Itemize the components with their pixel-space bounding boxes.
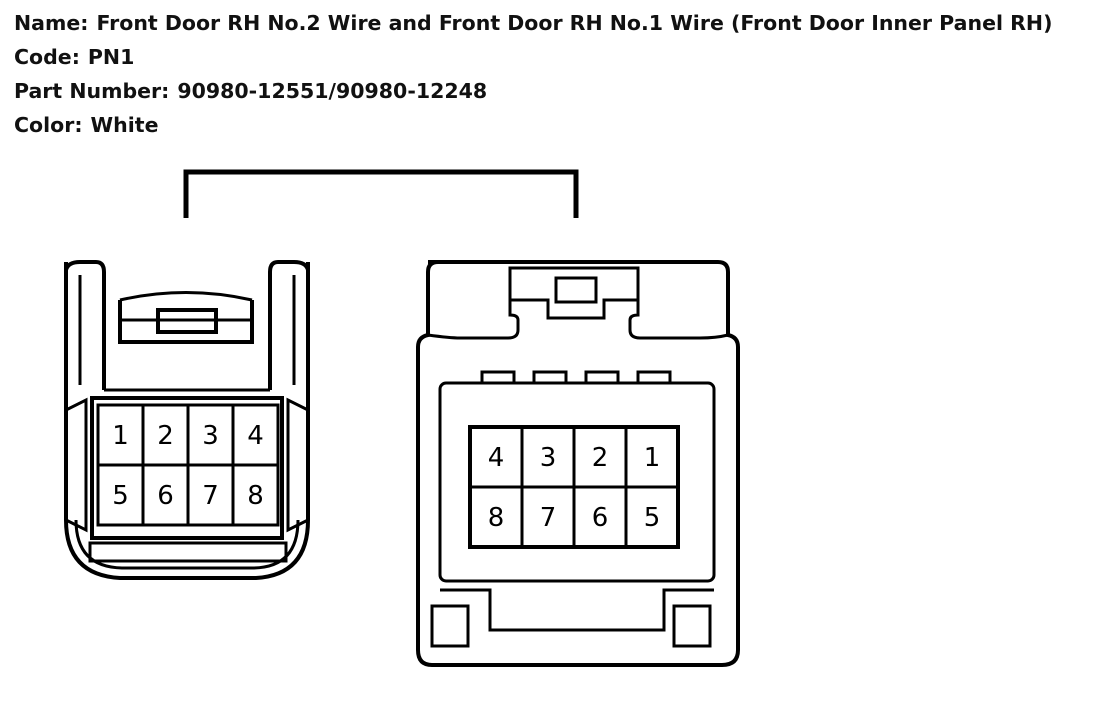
color-value: White <box>90 113 159 137</box>
right-pin-label-4: 4 <box>488 443 505 473</box>
right-pin-grid: 4 3 2 1 8 7 6 5 <box>468 425 680 549</box>
left-connector-body <box>64 262 310 580</box>
left-pin-label-7: 7 <box>202 481 219 511</box>
connector-info: Name: Front Door RH No.2 Wire and Front D… <box>14 6 1052 142</box>
color-label: Color: <box>14 113 83 137</box>
mating-bracket <box>183 169 579 218</box>
left-bottom-rail <box>88 541 288 563</box>
right-key-4 <box>636 370 672 385</box>
code-value: PN1 <box>87 45 135 69</box>
left-latch-arm-right <box>268 260 310 390</box>
right-pin-label-3: 3 <box>540 443 557 473</box>
left-latch-arm-left <box>64 260 106 390</box>
left-pin-label-5: 5 <box>112 481 129 511</box>
right-key-1 <box>480 370 516 385</box>
right-pin-label-6: 6 <box>592 503 609 533</box>
right-foot-left <box>430 604 470 648</box>
color-row: Color: White <box>14 108 1052 142</box>
left-pin-label-3: 3 <box>202 421 219 451</box>
right-foot-right <box>672 604 712 648</box>
name-value: Front Door RH No.2 Wire and Front Door R… <box>96 11 1053 35</box>
part-number-label: Part Number: <box>14 79 170 103</box>
right-connector-housing <box>416 260 740 667</box>
left-lock-arc <box>119 291 253 302</box>
left-lock-tab <box>156 308 218 334</box>
name-row: Name: Front Door RH No.2 Wire and Front D… <box>14 6 1052 40</box>
right-latch-step <box>510 298 638 320</box>
left-pin-label-8: 8 <box>247 481 264 511</box>
left-connector-inner-outline <box>74 519 300 570</box>
right-connector: 4 3 2 1 8 7 6 5 <box>416 260 740 667</box>
right-key-2 <box>532 370 568 385</box>
left-pin-cell-8 <box>231 463 280 527</box>
part-number-row: Part Number: 90980-12551/90980-12248 <box>14 74 1052 108</box>
right-pin-label-7: 7 <box>540 503 557 533</box>
right-key-3 <box>584 370 620 385</box>
part-number-value: 90980-12551/90980-12248 <box>177 79 488 103</box>
left-pin-label-6: 6 <box>157 481 174 511</box>
right-pin-label-2: 2 <box>592 443 609 473</box>
left-pin-label-1: 1 <box>112 421 129 451</box>
right-bottom-channel <box>440 588 714 632</box>
left-pin-cavity <box>90 396 284 540</box>
code-label: Code: <box>14 45 80 69</box>
right-pin-label-1: 1 <box>644 443 661 473</box>
left-side-rib-left <box>65 397 88 533</box>
right-pin-label-5: 5 <box>644 503 661 533</box>
name-label: Name: <box>14 11 89 35</box>
left-side-rib-right <box>286 397 309 533</box>
left-pin-label-2: 2 <box>157 421 174 451</box>
right-latch-recess <box>427 266 729 340</box>
left-pin-label-4: 4 <box>247 421 264 451</box>
right-inner-frame <box>438 381 716 583</box>
right-pin-label-8: 8 <box>488 503 505 533</box>
code-row: Code: PN1 <box>14 40 1052 74</box>
right-pin-cell-5 <box>624 485 680 549</box>
right-latch-tab <box>554 276 598 304</box>
